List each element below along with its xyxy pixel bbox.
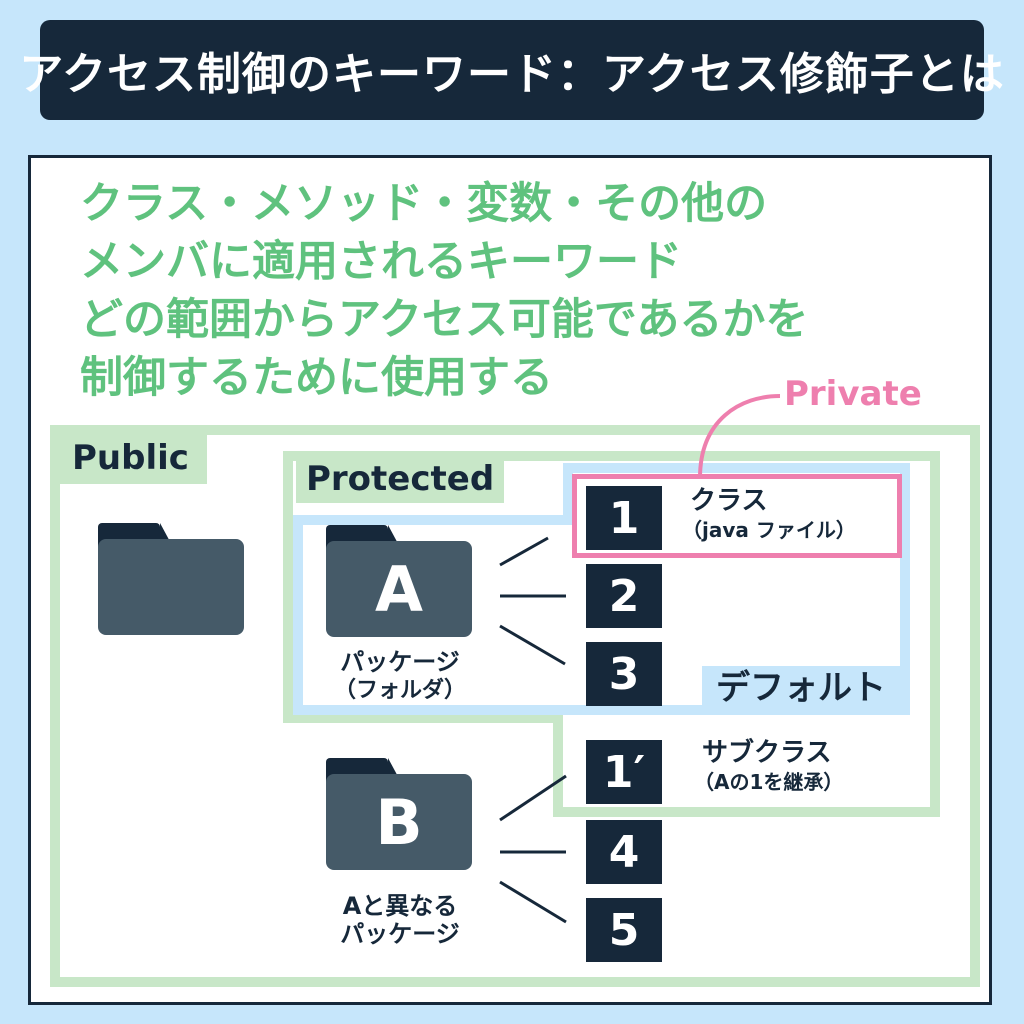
subclass-note-label: サブクラス [702,738,832,768]
protected-label: Protected [296,455,505,503]
description-line-1: クラス・メソッド・変数・その他の [80,179,768,229]
class-note-label: クラス [690,486,768,516]
class-item-1: 1 [586,486,662,550]
package-a-letter: A [326,541,472,637]
description-line-2: メンバに適用されるキーワード [80,237,682,287]
connector-b-3 [499,880,567,924]
public-label: Public [58,432,207,484]
connector-a-3 [499,624,566,666]
subclass-note-sub: （Aの1を継承） [694,770,844,794]
default-scope-outline [293,463,910,715]
title-bar: アクセス制御のキーワード：アクセス修飾子とは [19,20,1004,120]
package-b-letter: B [326,774,472,870]
package-a-caption-line-2: （フォルダ） [333,678,466,703]
class-note-sub: （java ファイル） [682,518,856,542]
protected-scope-outline [283,451,940,817]
package-a-caption-line-1: パッケージ [340,648,460,676]
private-callout-line [698,394,781,479]
description: クラス・メソッド・変数・その他の メンバに適用されるキーワード どの範囲からアク… [80,175,960,407]
class-item-5: 5 [586,898,662,962]
subclass-note: サブクラス （Aの1を継承） [694,738,843,796]
description-line-4: 制御するために使用する [80,353,553,403]
package-b-caption-line-2: パッケージ [340,920,460,948]
class-item-2: 2 [586,564,662,628]
package-b-caption-line-1: Aと異なる [342,892,458,920]
class-note: クラス （java ファイル） [682,486,856,544]
connector-a-1 [499,536,549,567]
connector-b-1 [499,774,567,822]
package-b-caption: Aと異なる パッケージ [300,892,500,948]
subclass-item-1prime: 1′ [586,740,662,804]
private-label: Private [784,374,922,414]
class-item-3: 3 [586,642,662,706]
class-item-4: 4 [586,820,662,884]
package-a-caption: パッケージ （フォルダ） [300,648,500,706]
page-title: アクセス制御のキーワード：アクセス修飾子とは [19,49,1005,100]
default-label: デフォルト [702,666,900,710]
private-scope-box [572,474,902,558]
description-line-3: どの範囲からアクセス可能であるかを [80,295,809,345]
public-scope-box [50,425,980,987]
